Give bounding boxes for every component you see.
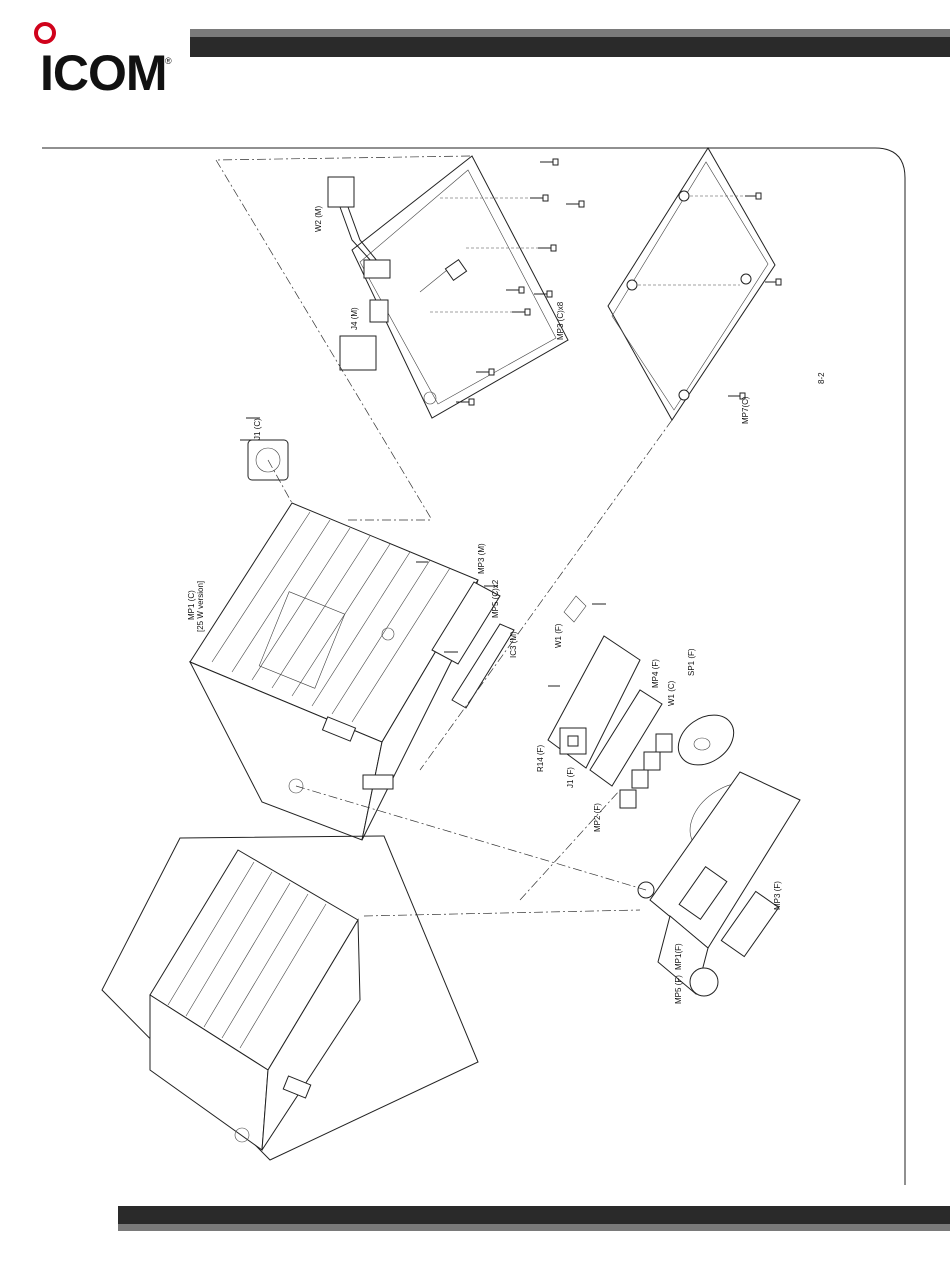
label-w2: W2 (M): [314, 205, 323, 232]
label-j1-f: J1 (F): [566, 767, 575, 788]
label-page-mark: 8-2: [817, 372, 826, 384]
label-r14-f: R14 (F): [536, 745, 545, 772]
j1-c-connector: [240, 418, 288, 480]
label-mp3-f: MP3 (F): [773, 881, 782, 910]
main-pcb: [340, 156, 568, 418]
front-panel-assembly: [548, 596, 800, 996]
label-mp3-m: MP3 (M): [477, 543, 486, 574]
label-mp5-f: MP5 (F): [674, 975, 683, 1004]
label-mp1-c: MP1 (C): [187, 590, 196, 620]
label-w1-f: W1 (F): [554, 623, 563, 648]
label-mp1-f: MP1(F): [674, 943, 683, 970]
label-mp1-c-note: [25 W version]: [196, 581, 205, 632]
bottom-cover-plate: [608, 148, 781, 420]
chassis-detail-view: [102, 836, 478, 1160]
mp1-chassis-25w: [190, 503, 478, 840]
label-mp7-c: MP7(C): [741, 396, 750, 424]
label-mp4-f: MP4 (F): [651, 659, 660, 688]
label-j4: J4 (M): [350, 307, 359, 330]
label-sp1-f: SP1 (F): [687, 648, 696, 676]
chassis-label-plate: [363, 775, 393, 789]
label-mp5-c-x2: MP5 (C)x2: [491, 579, 500, 618]
label-mp2-f: MP2 (F): [593, 803, 602, 832]
label-mp3-c-x8: MP3 (C)x8: [556, 301, 565, 340]
label-ic3-m: IC3 (M): [509, 631, 518, 658]
label-j1-c: J1 (C): [253, 418, 262, 440]
label-w1-c: W1 (C): [667, 680, 676, 706]
